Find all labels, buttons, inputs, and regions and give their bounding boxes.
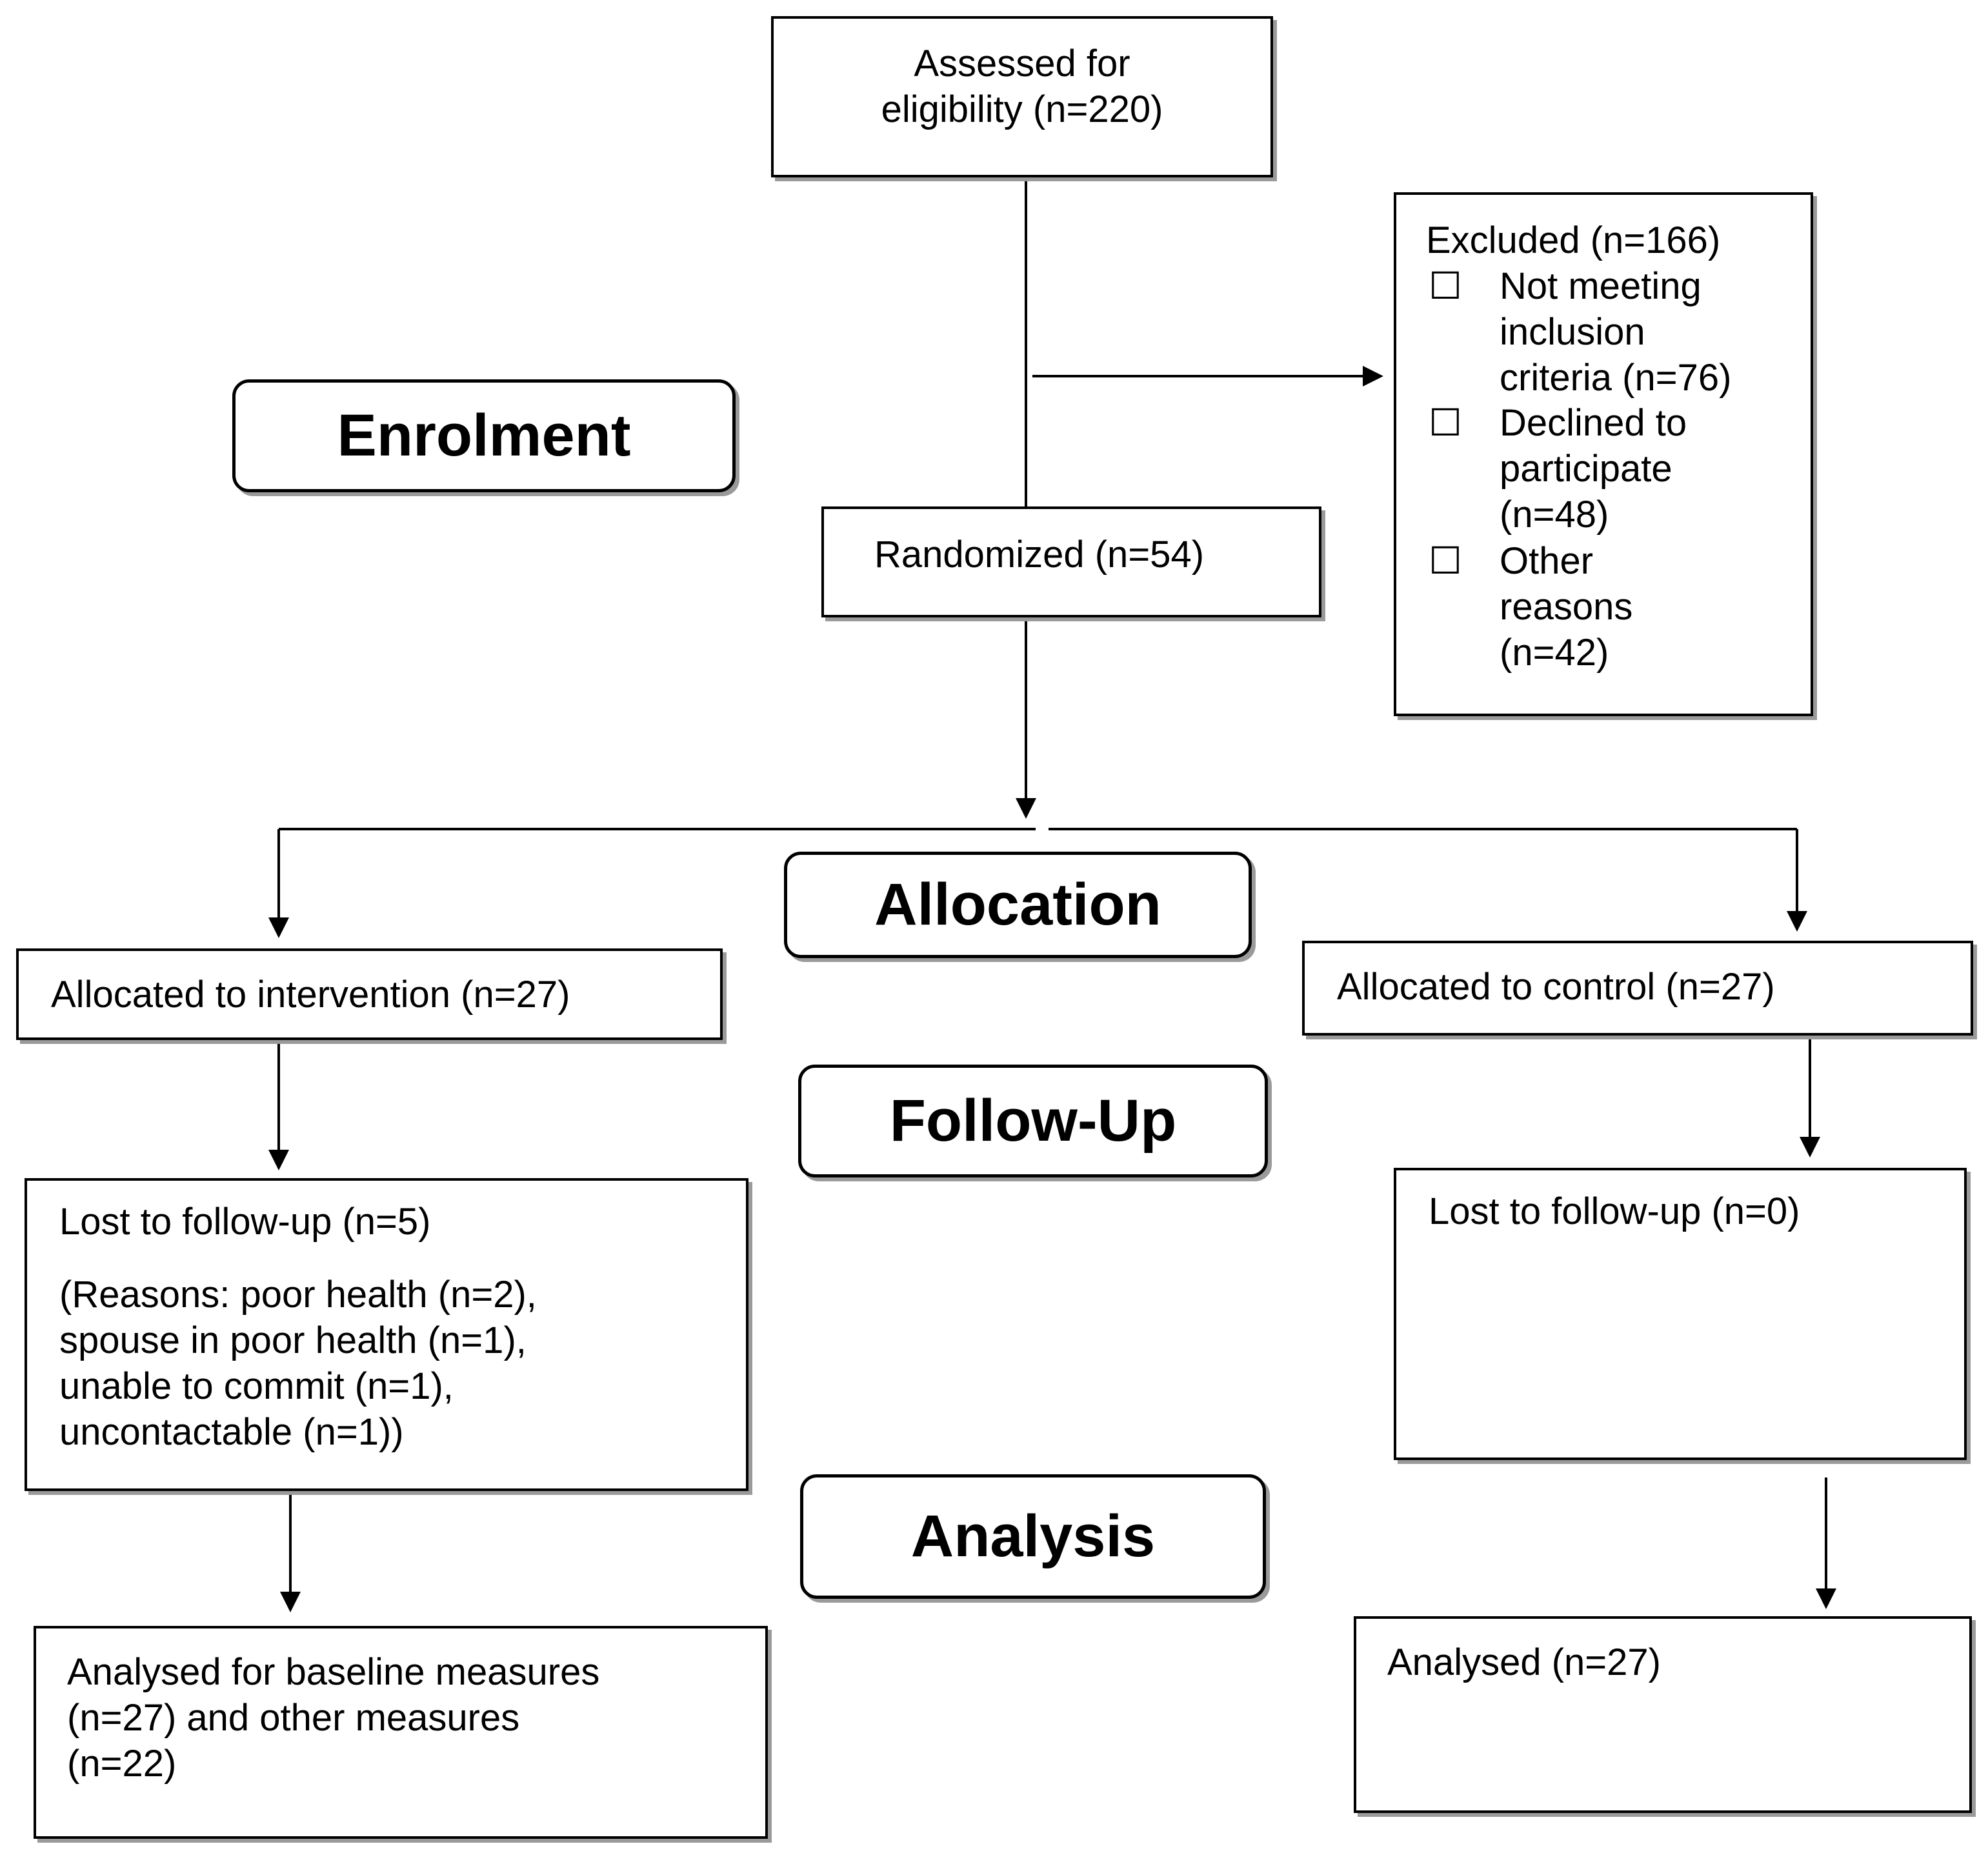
checkbox-icon: ☐ [1429,540,1462,582]
assessed-line-2: eligibility (n=220) [881,88,1163,130]
lost-intervention-reason-line-3: unable to commit (n=1), [59,1365,454,1407]
analysed-intervention-box: Analysed for baseline measures (n=27) an… [34,1626,768,1839]
excluded-item-1-line-1: Not meeting [1500,265,1702,307]
lost-intervention-reasons: (Reasons: poor health (n=2), spouse in p… [59,1272,746,1455]
excluded-title: Excluded (n=166) [1426,219,1721,261]
allocated-control-box: Allocated to control (n=27) [1302,941,1973,1036]
excluded-box: Excluded (n=166) ☐ Not meeting inclusion… [1394,192,1813,716]
stage-allocation-label: Allocation [874,872,1161,937]
stage-analysis: Analysis [800,1474,1266,1599]
analysed-intervention-line-1: Analysed for baseline measures [67,1651,600,1693]
lost-intervention-reason-line-2: spouse in poor health (n=1), [59,1319,527,1361]
excluded-item-other-reasons: Other reasons (n=42) [1500,538,1632,676]
allocated-intervention-box: Allocated to intervention (n=27) [16,948,723,1040]
stage-analysis-label: Analysis [910,1503,1156,1569]
assessed-box: Assessed for eligibility (n=220) [771,16,1273,177]
lost-intervention-title: Lost to follow-up (n=5) [59,1201,431,1243]
excluded-item-not-meeting-criteria: Not meeting inclusion criteria (n=76) [1500,263,1731,401]
analysed-intervention-line-3: (n=22) [67,1743,177,1785]
randomized-label: Randomized (n=54) [874,534,1205,576]
lost-intervention-reason-line-4: uncontactable (n=1)) [59,1411,404,1453]
allocated-intervention-label: Allocated to intervention (n=27) [51,974,570,1016]
randomized-box: Randomized (n=54) [821,506,1321,617]
stage-enrolment-label: Enrolment [337,403,631,468]
excluded-item-2-line-1: Declined to [1500,402,1687,444]
checkbox-icon: ☐ [1429,265,1462,307]
stage-follow-up: Follow-Up [798,1065,1268,1177]
excluded-item-3-line-2: reasons [1500,586,1633,628]
excluded-item-3-line-3: (n=42) [1500,632,1609,674]
analysed-intervention-line-2: (n=27) and other measures [67,1697,520,1739]
excluded-item-3-line-1: Other [1500,540,1594,582]
excluded-item-1-line-2: inclusion [1500,311,1645,353]
checkbox-icon: ☐ [1429,402,1462,444]
analysed-control-label: Analysed (n=27) [1387,1641,1661,1683]
excluded-item-1-line-3: criteria (n=76) [1500,357,1732,399]
allocated-control-label: Allocated to control (n=27) [1337,966,1775,1008]
lost-control-box: Lost to follow-up (n=0) [1394,1168,1967,1460]
stage-follow-up-label: Follow-Up [889,1088,1177,1154]
lost-intervention-reason-line-1: (Reasons: poor health (n=2), [59,1274,537,1316]
stage-enrolment: Enrolment [232,379,736,492]
lost-control-label: Lost to follow-up (n=0) [1429,1190,1800,1232]
lost-intervention-box: Lost to follow-up (n=5) (Reasons: poor h… [25,1178,748,1491]
stage-allocation: Allocation [784,852,1252,958]
analysed-control-box: Analysed (n=27) [1354,1616,1972,1813]
excluded-item-declined: Declined to participate (n=48) [1500,400,1687,537]
assessed-line-1: Assessed for [914,43,1130,85]
excluded-item-2-line-2: participate [1500,448,1672,490]
excluded-item-2-line-3: (n=48) [1500,494,1609,536]
